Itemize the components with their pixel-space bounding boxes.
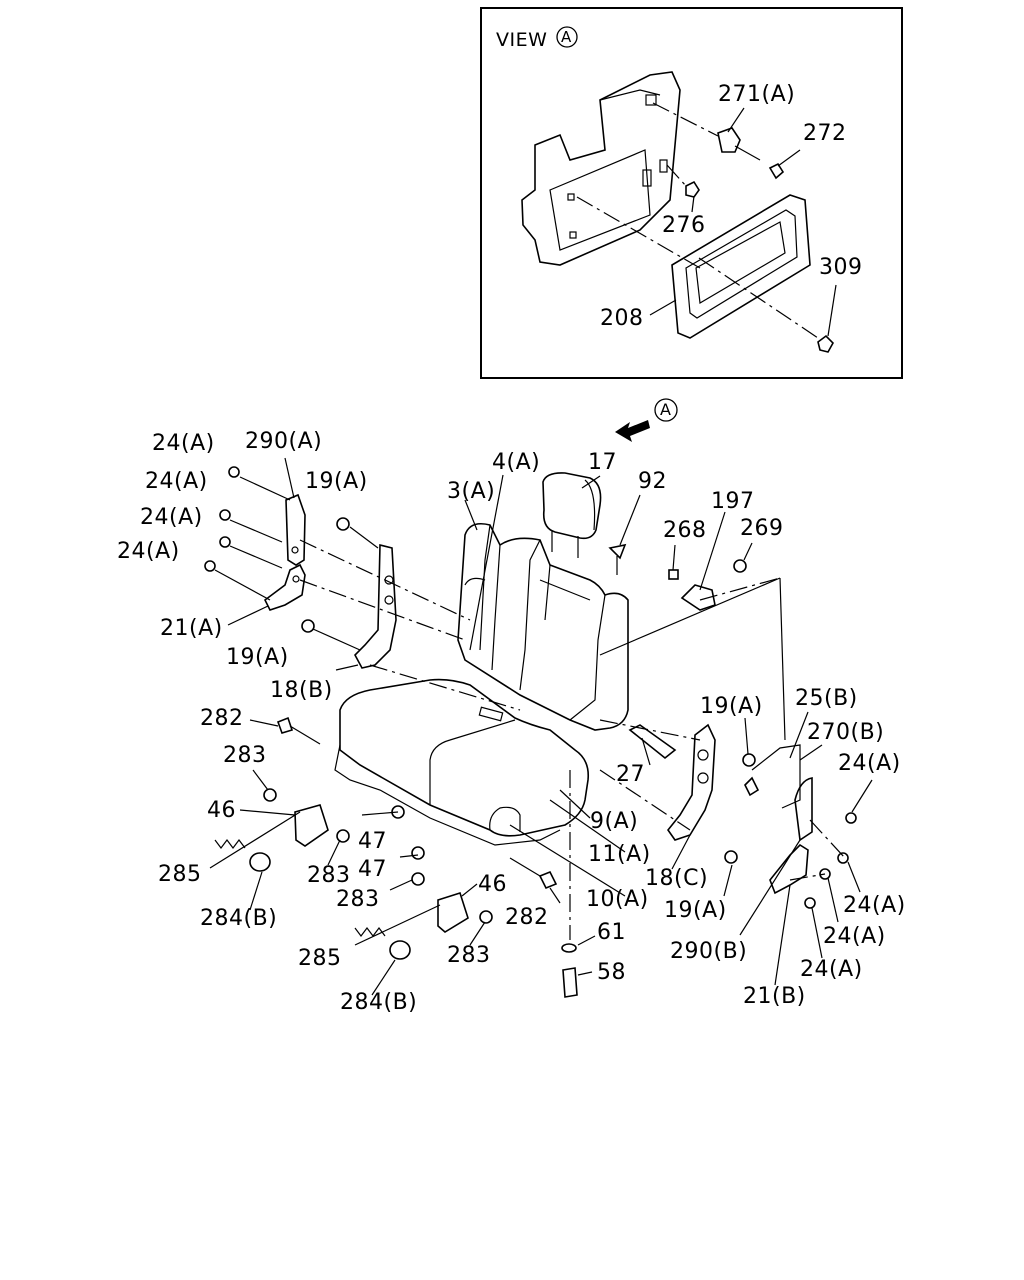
callout-285-2: 285 [298, 946, 342, 971]
callout-24a-2: 24(A) [145, 469, 208, 494]
bolt-58 [562, 967, 578, 998]
fasteners [204, 466, 857, 924]
callout-10a: 10(A) [586, 887, 649, 912]
rod-25b [751, 744, 801, 809]
clip-271a [717, 127, 741, 153]
hinge-plate-290b [769, 777, 813, 895]
callout-92: 92 [638, 469, 667, 494]
callout-285-1: 285 [158, 862, 202, 887]
callout-19a-3: 19(A) [664, 898, 727, 923]
nut-276 [685, 180, 700, 198]
callout-290b: 290(B) [670, 939, 748, 964]
callout-4a: 4(A) [492, 450, 541, 475]
hinge-plate-290a [263, 493, 306, 611]
callout-47-1: 47 [358, 829, 387, 854]
callout-197: 197 [711, 489, 755, 514]
callout-18b: 18(B) [270, 678, 333, 703]
spring-284b-1 [249, 852, 271, 872]
bracket-197 [680, 584, 716, 611]
spring-285-2 [354, 927, 386, 937]
callout-282-2: 282 [505, 905, 549, 930]
bolt-282-2 [538, 870, 558, 890]
callout-283-3: 283 [336, 887, 380, 912]
callout-271a: 271(A) [718, 82, 796, 107]
callout-21a: 21(A) [160, 616, 223, 641]
callout-24a-3: 24(A) [140, 505, 203, 530]
callout-284b-2: 284(B) [340, 990, 418, 1015]
leader-lines [209, 457, 873, 996]
callout-3a: 3(A) [447, 479, 496, 504]
callout-24a-5: 24(A) [838, 751, 901, 776]
seat-cushion-9a [334, 678, 590, 846]
callout-46-2: 46 [478, 872, 507, 897]
callout-24a-6: 24(A) [843, 893, 906, 918]
callout-61: 61 [597, 920, 626, 945]
callout-290a: 290(A) [245, 429, 323, 454]
spring-285-1 [214, 839, 246, 849]
view-direction-arrow [615, 420, 650, 442]
callout-18c: 18(C) [645, 866, 709, 891]
callout-24a-7: 24(A) [823, 924, 886, 949]
bracket-18b [354, 543, 397, 669]
callout-24a-1: 24(A) [152, 431, 215, 456]
callout-272: 272 [803, 121, 847, 146]
arrow-a-marker: A [660, 400, 672, 419]
callout-309: 309 [819, 255, 863, 280]
callout-47-2: 47 [358, 857, 387, 882]
view-a-title: VIEW [496, 29, 548, 51]
callout-19a-4: 19(A) [700, 694, 763, 719]
callout-276: 276 [662, 213, 706, 238]
bracket-46-1 [294, 804, 329, 847]
spring-284b-2 [389, 940, 411, 960]
pin-27 [628, 724, 677, 760]
seat-back-3a [457, 522, 629, 731]
callout-24a-8: 24(A) [800, 957, 863, 982]
view-a-marker: A [561, 28, 572, 46]
callout-19a-1: 19(A) [305, 469, 368, 494]
callout-284b-1: 284(B) [200, 906, 278, 931]
callout-21b: 21(B) [743, 984, 806, 1009]
callout-283-1: 283 [223, 743, 267, 768]
fastener-309 [817, 334, 834, 353]
bracket-18c [667, 723, 716, 841]
callout-270b: 270(B) [807, 720, 885, 745]
callout-24a-4: 24(A) [117, 539, 180, 564]
callout-19a-2: 19(A) [226, 645, 289, 670]
bolt-282-1 [276, 716, 294, 734]
callout-283-4: 283 [447, 943, 491, 968]
callout-17: 17 [588, 450, 617, 475]
view-a-frame [480, 7, 903, 379]
callout-283-2: 283 [307, 863, 351, 888]
washer-61 [561, 943, 577, 953]
callout-208: 208 [600, 306, 644, 331]
panel-208 [671, 194, 811, 339]
seat-back-rear [521, 71, 681, 266]
callout-268: 268 [663, 518, 707, 543]
headrest-17 [542, 472, 602, 558]
callout-9a: 9(A) [590, 809, 639, 834]
callout-282-1: 282 [200, 706, 244, 731]
callout-46-1: 46 [207, 798, 236, 823]
callout-11a: 11(A) [588, 842, 651, 867]
callout-58: 58 [597, 960, 626, 985]
callout-269: 269 [740, 516, 784, 541]
callout-25b: 25(B) [795, 686, 858, 711]
screw-272 [768, 162, 785, 180]
view-a-circle [556, 26, 578, 48]
bracket-46-2 [437, 891, 469, 933]
arrow-a-circle [654, 398, 678, 422]
callout-27: 27 [616, 762, 645, 787]
